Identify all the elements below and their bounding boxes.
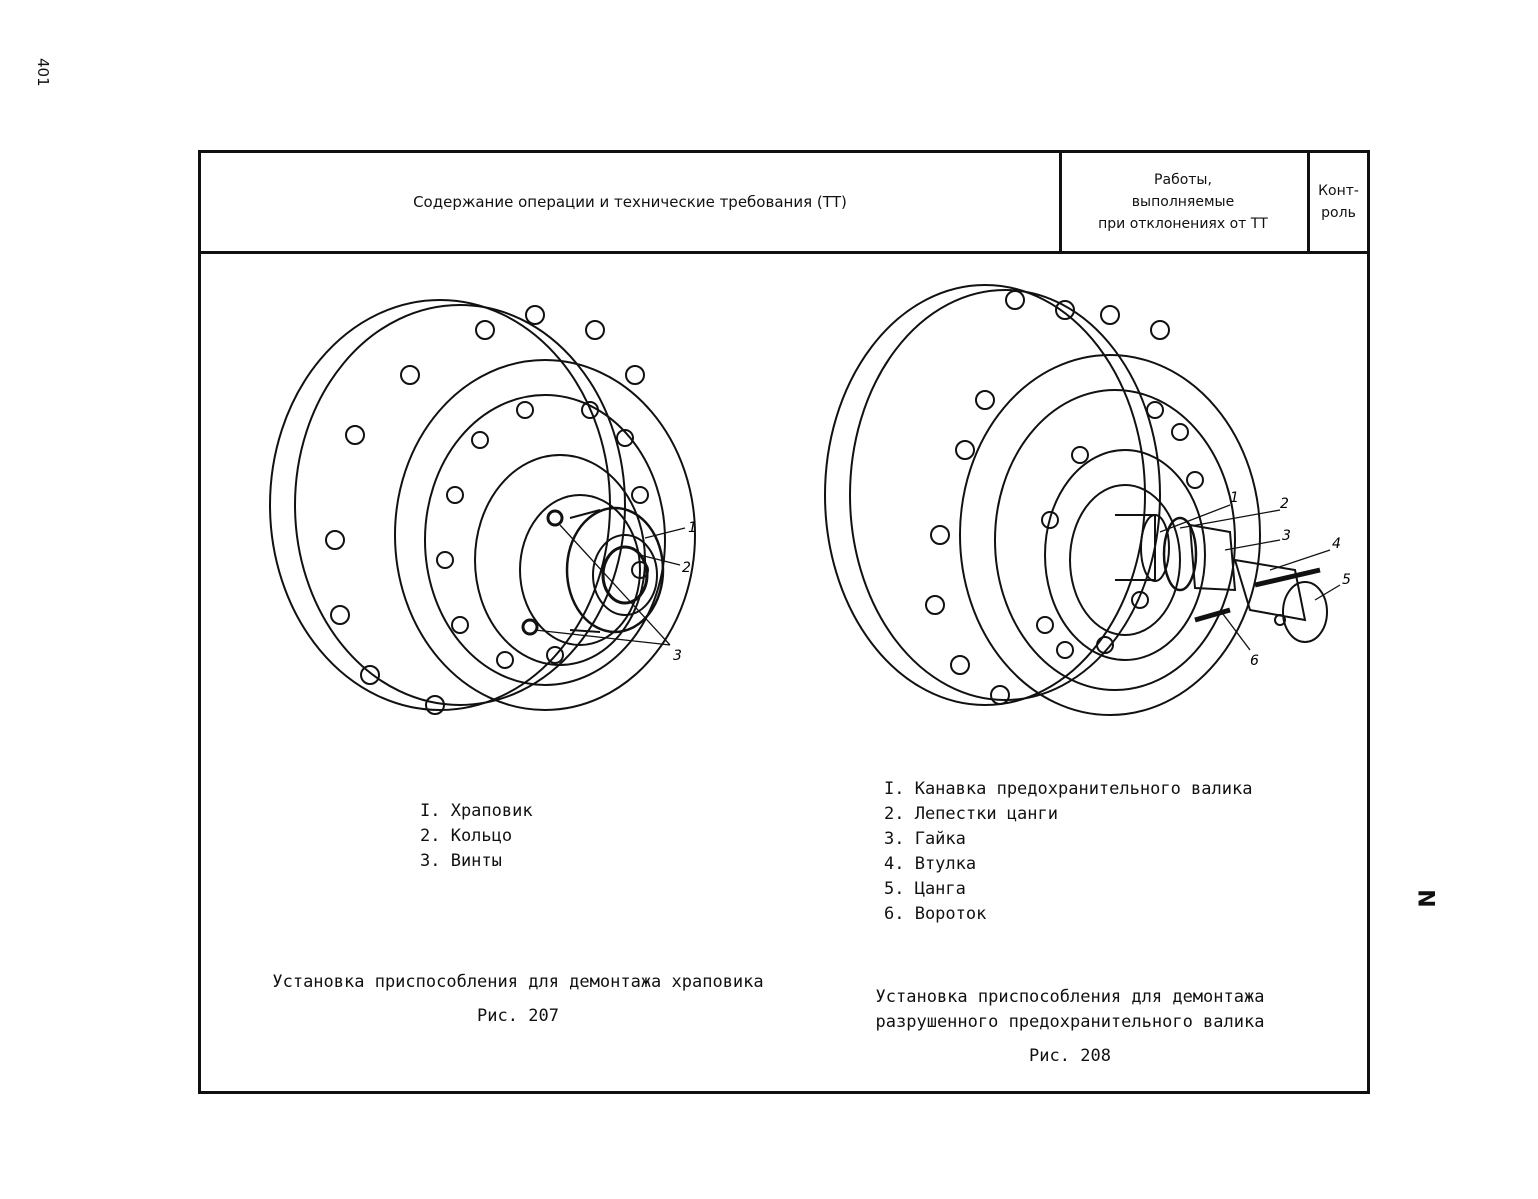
screw-lower	[521, 618, 539, 636]
header-control-line-2: роль	[1321, 205, 1356, 221]
perimeter-bolts	[925, 290, 1170, 705]
callout-3: 3	[1282, 528, 1291, 544]
header-deviation-line-3: при отклонениях от ТТ	[1098, 216, 1268, 232]
legend-item: 2. Кольцо	[420, 826, 513, 846]
sleeve	[1233, 558, 1307, 622]
fig208-legend: I. Канавка предохранительного валика 2. …	[884, 777, 1252, 927]
figure-207-ratchet-drawing: 1 2 3	[269, 299, 697, 715]
header-deviation-line-1: Работы,	[1154, 172, 1212, 188]
housing-rear-outline	[824, 284, 1146, 706]
callout-4: 4	[1332, 536, 1341, 552]
hub	[1069, 484, 1181, 636]
legend-item: 6. Вороток	[884, 904, 987, 924]
callout-3: 3	[673, 648, 682, 664]
flange-bolts	[436, 401, 649, 669]
callout-6: 6	[1250, 653, 1259, 669]
safety-shaft	[1115, 514, 1156, 581]
hub	[519, 494, 641, 646]
page-number: 401	[34, 58, 52, 87]
fig207-legend: I. Храповик 2. Кольцо 3. Винты	[420, 799, 533, 874]
legend-item: 3. Гайка	[884, 829, 966, 849]
front-flange	[959, 354, 1261, 716]
nut	[1188, 523, 1237, 592]
header-deviation-line-2: выполняемые	[1131, 194, 1235, 210]
legend-item: 3. Винты	[420, 851, 502, 871]
fig208-caption: Установка приспособления для демонтажа р…	[860, 985, 1280, 1069]
header-control-line-1: Конт-	[1318, 183, 1359, 199]
callout-1: 1	[688, 520, 697, 536]
bolt-circle-ring	[994, 389, 1236, 691]
header-content-column: Содержание операции и технические требов…	[201, 153, 1062, 251]
fig208-number: Рис. 208	[1029, 1046, 1111, 1066]
flange-bolts	[1036, 401, 1204, 659]
callout-1: 1	[1230, 490, 1239, 506]
legend-item: I. Храповик	[420, 801, 533, 821]
screw-upper	[546, 509, 564, 527]
fig207-caption: Установка приспособления для демонтажа х…	[268, 970, 768, 1029]
ratchet-tool-body	[565, 506, 665, 634]
legend-item: 2. Лепестки цанги	[884, 804, 1058, 824]
inner-disc	[1044, 449, 1206, 661]
perimeter-bolts	[325, 305, 645, 715]
legend-item: 5. Цанга	[884, 879, 966, 899]
shaft-groove	[1140, 514, 1170, 582]
tommy-bar	[1194, 567, 1321, 623]
table-header: Содержание операции и технические требов…	[201, 153, 1367, 254]
fig207-caption-text: Установка приспособления для демонтажа х…	[272, 972, 764, 992]
header-deviation-column: Работы, выполняемые при отклонениях от Т…	[1059, 153, 1310, 251]
collet-petals	[1162, 516, 1198, 592]
header-control-column: Конт- роль	[1310, 153, 1367, 251]
collet	[1282, 581, 1328, 643]
bolt-circle-ring	[424, 394, 666, 686]
fig207-number: Рис. 207	[477, 1006, 559, 1026]
figure-208-collet-drawing: 1 2 3 4 5 6	[824, 284, 1351, 716]
callout-2: 2	[682, 560, 691, 576]
housing-outline	[849, 289, 1161, 701]
housing-outline	[294, 304, 626, 706]
fig208-caption-line-2: разрушенного предохранительного валика	[875, 1012, 1265, 1032]
side-mark: N	[1412, 889, 1438, 908]
legend-item: 4. Втулка	[884, 854, 977, 874]
fig208-caption-line-1: Установка приспособления для демонтажа	[875, 987, 1265, 1007]
callout-5: 5	[1342, 572, 1351, 588]
callout-2: 2	[1280, 496, 1289, 512]
operation-card-frame: Содержание операции и технические требов…	[198, 150, 1370, 1094]
legend-item: I. Канавка предохранительного валика	[884, 779, 1253, 799]
ratchet-ring	[592, 534, 658, 616]
front-flange	[394, 359, 696, 711]
